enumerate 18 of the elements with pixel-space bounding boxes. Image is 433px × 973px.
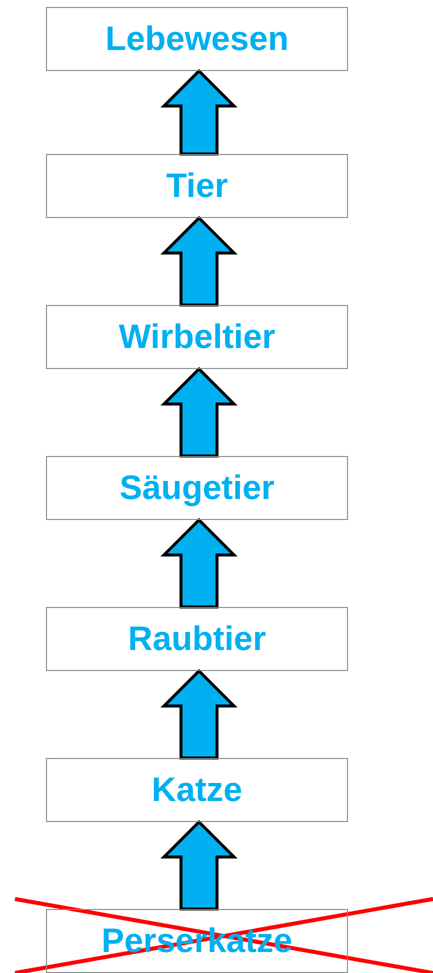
class-box [46, 7, 348, 71]
block-arrow [160, 68, 238, 156]
block-arrow [160, 518, 238, 608]
block-arrow [160, 820, 238, 910]
class-box [46, 758, 348, 822]
block-arrow [160, 216, 238, 306]
class-name: Raubtier [128, 622, 266, 656]
class-box [46, 456, 348, 520]
block-arrow [160, 668, 238, 760]
class-name: Lebewesen [105, 22, 289, 56]
block-arrow [160, 366, 238, 458]
class-name: Säugetier [120, 471, 274, 505]
class-name: Tier [166, 169, 228, 203]
class-name: Wirbeltier [118, 320, 276, 354]
class-box [46, 154, 348, 218]
class-box [46, 305, 348, 369]
class-name: Katze [152, 773, 242, 807]
class-box [46, 607, 348, 671]
